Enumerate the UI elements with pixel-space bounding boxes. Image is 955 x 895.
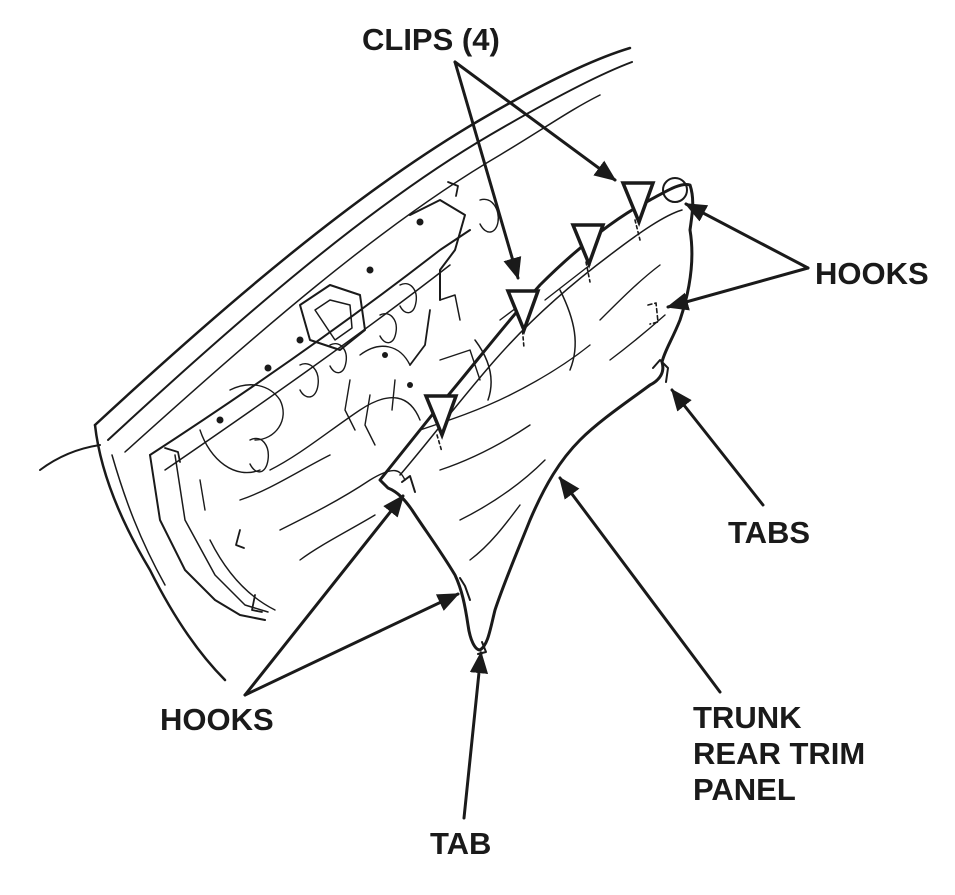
hooks-right-arrow — [666, 266, 810, 311]
panel-arrow — [558, 476, 722, 694]
panel-label-line1: TRUNK — [693, 700, 802, 735]
clips-arrow — [453, 60, 522, 280]
tab-arrow — [462, 651, 489, 820]
hooks-right-arrow — [684, 202, 810, 270]
clip-marker — [620, 181, 656, 227]
tabs-arrow — [670, 388, 765, 507]
hooks-left-label: HOOKS — [160, 702, 274, 737]
hooks-right-label: HOOKS — [815, 256, 929, 291]
clips-arrow — [453, 60, 617, 182]
panel-label-line3: PANEL — [693, 772, 796, 807]
trim-panel — [378, 177, 695, 655]
clip-markers — [423, 181, 656, 440]
body-structure — [39, 46, 633, 682]
clips-label: CLIPS (4) — [362, 22, 500, 57]
hooks-left-arrow — [243, 592, 460, 697]
clip-marker — [423, 394, 459, 440]
trunk-rear-trim-panel-label: TRUNK REAR TRIM PANEL — [693, 700, 865, 808]
clip-marker — [570, 223, 606, 269]
panel-label-line2: REAR TRIM — [693, 736, 866, 771]
tab-label: TAB — [430, 826, 492, 861]
hooks-left-arrow — [243, 494, 405, 697]
tabs-label: TABS — [728, 515, 811, 550]
leader-arrows — [243, 60, 810, 820]
clip-marker — [505, 289, 541, 335]
